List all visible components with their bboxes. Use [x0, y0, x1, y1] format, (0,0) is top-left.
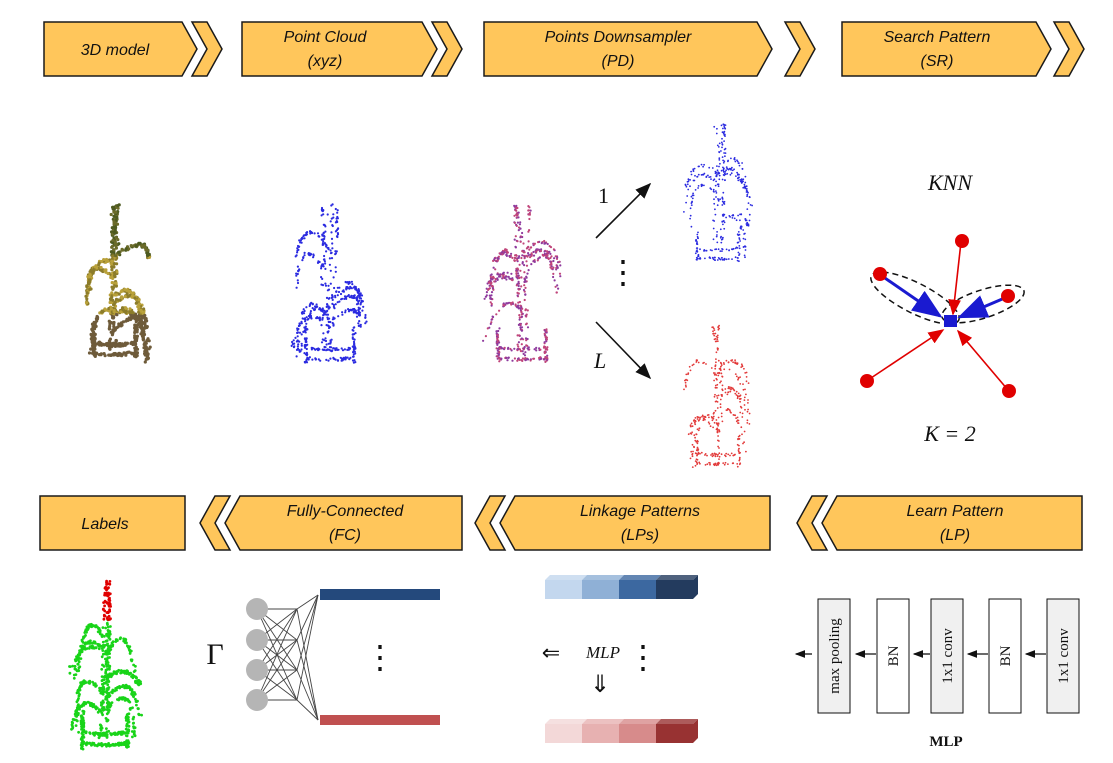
linkage-mlp-label: MLP [585, 643, 620, 662]
gamma-symbol: Γ [206, 638, 223, 671]
banner-shape [241, 21, 438, 77]
fc-connections [256, 594, 319, 721]
bottom-stage-learn-pattern: Learn Pattern (LP) [821, 495, 1083, 551]
vertical-ellipsis: ⋮ [627, 639, 659, 675]
downsample-index-first: 1 [598, 183, 609, 208]
top-stage-3d-model: 3D model [43, 21, 223, 77]
banner-shape [43, 21, 198, 77]
left-arrow-icon: ⇐ [542, 640, 560, 665]
knn-neighbor-point [1001, 289, 1015, 303]
stage-title: Fully-Connected [287, 503, 405, 520]
top-stage-search-pattern: Search Pattern (SR) [841, 21, 1085, 77]
downsample-index-last: L [593, 348, 606, 373]
bottom-stage-linkage-patterns: Linkage Patterns (LPs) [499, 495, 829, 551]
mlp-layer-box [930, 598, 964, 714]
downsampled-cloud-1-image [683, 123, 753, 263]
feature-bar-red [320, 715, 440, 725]
top-stage-point-cloud: Point Cloud (xyz) [241, 21, 463, 77]
plant-3d-model-image [84, 203, 152, 364]
bottom-stage-fully-connected: Fully-Connected (FC) [224, 495, 507, 551]
banner-shape [224, 495, 463, 551]
mlp-layer-box [817, 598, 851, 714]
mlp-layer-box [876, 598, 910, 714]
chevron-right-icon [190, 21, 223, 77]
chevron-left-icon [199, 495, 232, 551]
mlp-layer-label: 1x1 conv [1056, 628, 1072, 684]
banner-shape [39, 495, 186, 551]
fc-node [246, 659, 268, 681]
stage-subtitle: (FC) [329, 527, 361, 544]
knn-point [955, 234, 969, 248]
chevron-left-icon [796, 495, 829, 551]
blue-feature-blocks [545, 575, 698, 599]
mlp-layer-box [988, 598, 1022, 714]
downsampler-input-cloud-image [482, 204, 562, 363]
stage-title: Search Pattern [884, 29, 991, 46]
stage-subtitle: (SR) [921, 53, 954, 70]
stage-subtitle: (xyz) [308, 53, 343, 70]
bottom-stage-labels: Labels [39, 495, 232, 551]
mlp-block: max pooling BN 1x1 conv BN 1x1 conv MLP [794, 598, 1080, 750]
downsampled-cloud-L-image [683, 324, 751, 468]
banner-shape [841, 21, 1052, 77]
fc-node [246, 629, 268, 651]
stage-title: Labels [81, 516, 128, 533]
knn-center-point [944, 315, 957, 327]
vertical-ellipsis: ⋮ [364, 639, 396, 675]
fully-connected-diagram: Γ ⋮ [206, 589, 440, 725]
red-feature-blocks [545, 719, 698, 743]
plant-point-cloud-image [290, 203, 368, 364]
stage-title: Points Downsampler [545, 29, 692, 46]
downsampler-arrows: 1 L ⋮ [593, 182, 652, 380]
fc-node [246, 689, 268, 711]
chevron-right-icon [1052, 21, 1085, 77]
knn-diagram: KNN K = 2 [860, 170, 1025, 446]
top-stage-points-downsampler: Points Downsampler (PD) [483, 21, 816, 77]
knn-point [1002, 384, 1016, 398]
feature-bar-blue [320, 589, 440, 600]
linkage-patterns-diagram: ⇐ MLP ⇓ ⋮ [542, 575, 698, 743]
knn-neighbor-point [873, 267, 887, 281]
fc-node [246, 598, 268, 620]
banner-shape [821, 495, 1083, 551]
stage-title: 3D model [81, 42, 150, 59]
stage-subtitle: (LPs) [621, 527, 659, 544]
down-arrow-icon: ⇓ [590, 672, 610, 698]
stage-title: Learn Pattern [907, 503, 1004, 520]
mlp-layer-label: 1x1 conv [940, 628, 956, 684]
chevron-right-icon [430, 21, 463, 77]
stage-title: Linkage Patterns [580, 503, 700, 520]
knn-label: KNN [927, 170, 973, 195]
banner-shape [483, 21, 773, 77]
mlp-layer-label: max pooling [827, 618, 843, 694]
knn-point [860, 374, 874, 388]
chevron-left-icon [474, 495, 507, 551]
mlp-layer-label: BN [998, 645, 1014, 666]
mlp-layer-box [1046, 598, 1080, 714]
labeled-plant-image [68, 579, 144, 751]
fc-nodes [246, 598, 268, 711]
vertical-ellipsis: ⋮ [607, 254, 639, 290]
k-value-label: K = 2 [923, 421, 976, 446]
banner-shape [499, 495, 771, 551]
stage-subtitle: (PD) [602, 53, 635, 70]
stage-subtitle: (LP) [940, 527, 970, 544]
mlp-caption: MLP [929, 734, 962, 750]
stage-title: Point Cloud [284, 29, 368, 46]
chevron-right-icon [783, 21, 816, 77]
mlp-layer-label: BN [886, 645, 902, 666]
